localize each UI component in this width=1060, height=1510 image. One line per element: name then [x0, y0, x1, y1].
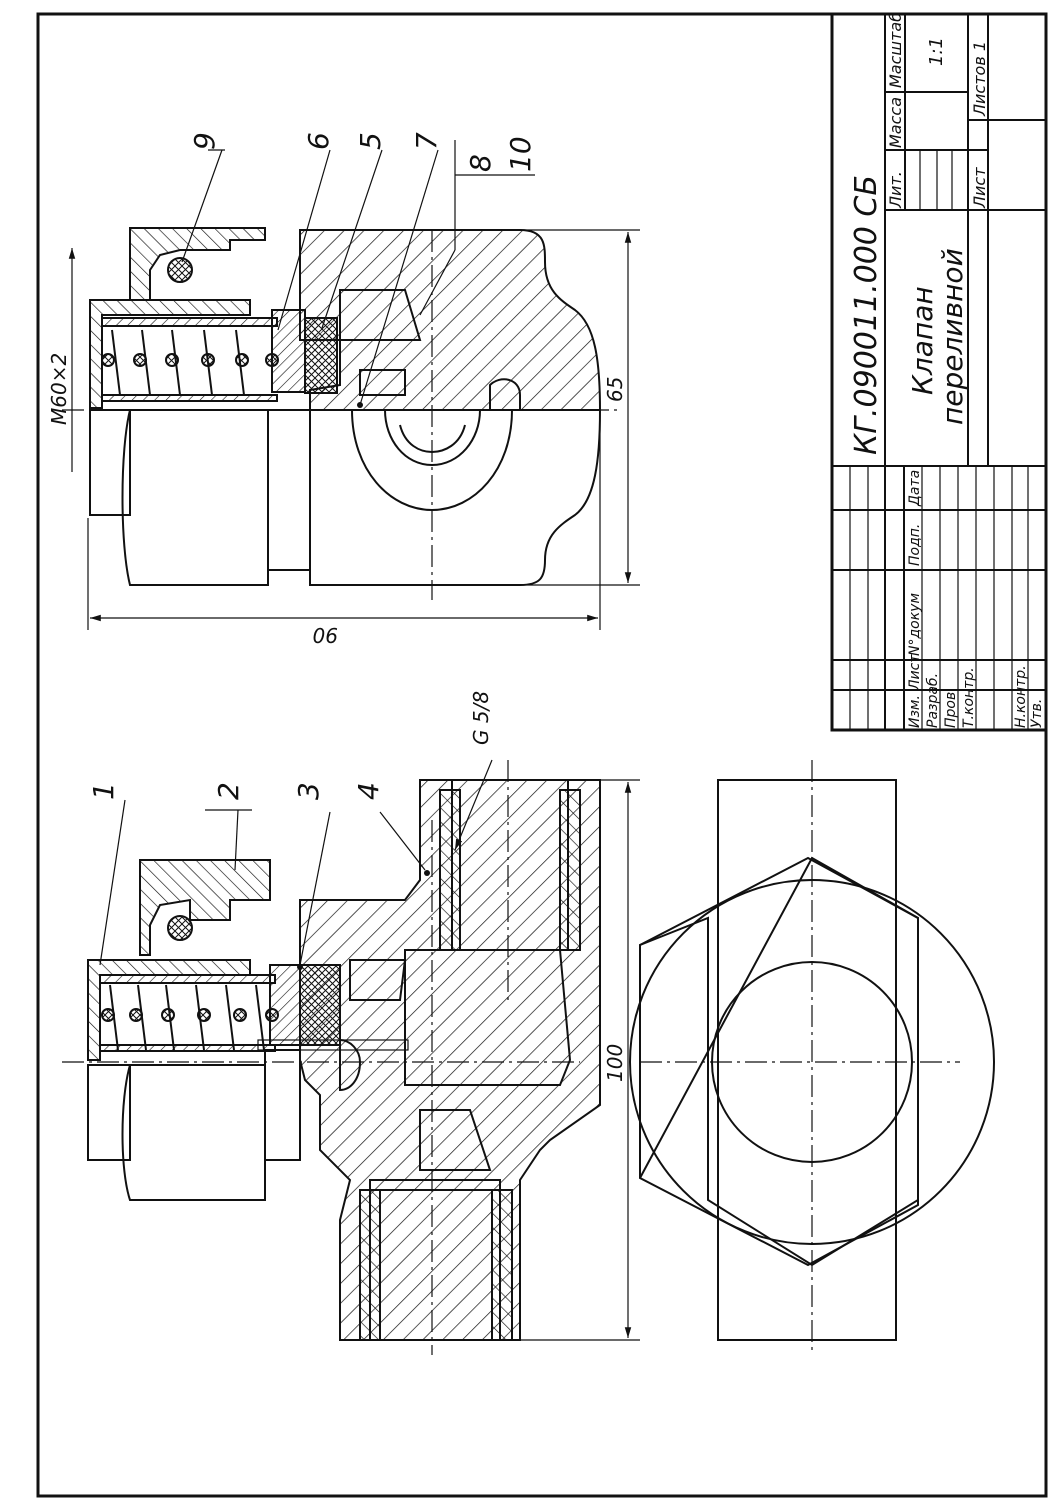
hex-nut-outline [639, 856, 919, 1267]
part-number-6: 6 [302, 132, 335, 150]
row-razrab: Разраб. [925, 673, 941, 728]
plan-view [629, 760, 995, 1355]
nut-part-2 [139, 859, 271, 956]
col-date: Дата [907, 470, 923, 507]
scale-value: 1:1 [926, 37, 947, 66]
part-number-10: 10 [504, 136, 537, 172]
part-number-3: 3 [292, 782, 325, 800]
top-section-view: 9 6 5 7 8 10 M60×2 65 90 [47, 132, 640, 647]
o-ring [167, 915, 193, 941]
pipe-thread-label: G 5/8 [469, 691, 493, 745]
part-number-8: 8 [464, 154, 497, 172]
body-section-top [299, 229, 602, 411]
seal-insert [299, 964, 341, 1046]
part-number-5: 5 [354, 132, 387, 150]
row-prov: Пров. [943, 687, 959, 728]
part-number-9: 9 [188, 132, 221, 150]
dim-100: 100 [603, 1044, 627, 1082]
lit-label: Лит. [886, 171, 905, 209]
doc-code: КГ.090011.000 СБ [849, 175, 884, 455]
row-utv: Утв. [1029, 699, 1045, 728]
dim-65: 65 [603, 377, 627, 402]
row-nkontr: Н.контр. [1013, 665, 1029, 728]
dim-m60: M60×2 [47, 353, 71, 425]
product-name-line2: переливной [936, 248, 969, 425]
spring-top [101, 329, 279, 396]
sheet-frame [36, 12, 1048, 1498]
mass-label: Масса [886, 97, 905, 148]
title-block: КГ.090011.000 СБ Клапан переливной Лит. … [830, 12, 1048, 732]
row-tkontr: Т.контр. [961, 667, 977, 728]
col-sign: Подп. [907, 524, 923, 566]
part-number-4: 4 [352, 782, 385, 800]
col-list: Лист [907, 654, 923, 691]
col-doc: N°докум [907, 593, 923, 656]
dim-90: 90 [313, 623, 338, 647]
spring [101, 984, 279, 1051]
product-name-line1: Клапан [906, 286, 939, 395]
sheets-label: Листов 1 [970, 41, 989, 117]
valve-part-3 [269, 964, 301, 1046]
part-number-1: 1 [87, 782, 120, 800]
left-section-view: 1 2 3 4 G 5/8 100 [62, 691, 640, 1355]
part-number-2: 2 [212, 782, 245, 800]
part-number-7: 7 [410, 132, 443, 150]
col-izm: Изм. [907, 695, 923, 728]
scale-label: Масштаб [886, 12, 905, 88]
sheet-label: Лист [970, 167, 989, 209]
